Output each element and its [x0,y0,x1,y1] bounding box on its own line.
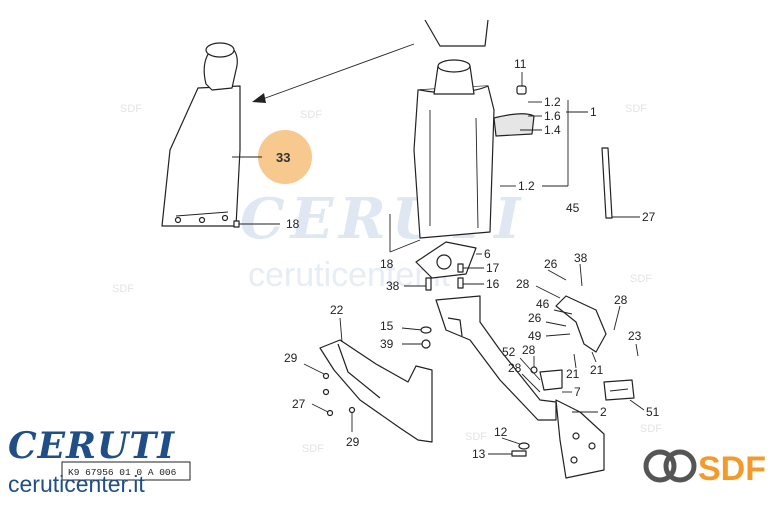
part-51-plate[interactable] [603,379,645,411]
drawing-ref: K9 67956 01 0 A 006 [68,467,177,478]
screw-18-left[interactable] [233,220,280,228]
part-33-side-duct[interactable] [161,42,241,227]
leader-20 [591,351,597,363]
callout-39[interactable]: 39 [380,337,394,351]
callout-28-mid[interactable]: 26 [528,311,542,325]
sdf-logo: SDF [643,449,766,488]
callout-23[interactable]: 49 [528,329,542,343]
callout-12[interactable]: 12 [494,425,508,439]
watermark-small-5: SDF [630,273,652,285]
screw-27-left[interactable] [311,388,334,417]
drawing-ref-box [61,461,191,481]
part-1-main-housing[interactable] [413,59,535,239]
callout-11[interactable]: 11 [514,57,527,71]
assembly-arrow [252,43,415,103]
watermark-small-2: SDF [300,109,322,121]
screw-18-center[interactable] [389,214,421,253]
sdf-logo-text: SDF [698,450,766,488]
callout-21-right[interactable]: 21 [566,367,580,381]
callout-46[interactable]: 28 [516,277,530,291]
callout-18-left[interactable]: 18 [286,217,300,231]
callout-51[interactable]: 51 [646,405,660,419]
screw-29-bottom[interactable] [348,406,356,433]
callout-29-bottom[interactable]: 29 [346,435,360,449]
watermark-small-6: SDF [302,443,324,455]
callout-38[interactable]: 38 [386,279,400,293]
part-12-washer[interactable] [501,437,530,450]
callout-6[interactable]: 6 [484,247,491,261]
leader-21-right [573,353,577,369]
watermark-small-3: SDF [625,103,647,115]
part-22-lower-cover[interactable] [319,317,433,443]
callout-26-mid[interactable]: 46 [536,297,550,311]
leader-21-left [519,357,541,381]
leader-23 [545,333,571,337]
upper-hood-fragment [424,19,489,47]
part-13-bolt[interactable] [488,450,527,457]
callout-2[interactable]: 2 [600,405,607,419]
part-38-bolt[interactable] [404,277,432,291]
screw-29-left[interactable] [303,363,330,380]
callout-33-highlight [258,130,312,184]
callout-1.2-top[interactable]: 1.2 [544,95,561,109]
ceruti-logo-text: CERUTI [8,425,175,467]
callout-22[interactable]: 22 [330,303,344,317]
callout-20[interactable]: 21 [590,363,604,377]
part-11-clip[interactable] [516,72,527,95]
leader-28-top [547,269,567,281]
leader-28-low [521,373,541,393]
callout-26-top[interactable]: 38 [574,251,588,265]
callout-17[interactable]: 17 [486,261,500,275]
callout-1.6[interactable]: 1.6 [544,109,561,123]
watermark-small-1: SDF [120,103,142,115]
leader-28-right [635,343,639,357]
part-46-bracket[interactable] [535,285,607,353]
leader-49 [613,305,621,331]
part-15-nut[interactable] [401,326,432,334]
callout-1.2-bottom[interactable]: 1.2 [518,179,535,193]
part-17-bolt[interactable] [457,263,484,273]
callout-33[interactable]: 33 [276,150,290,165]
callout-1[interactable]: 1 [590,105,597,119]
part-16-bolt[interactable] [457,277,484,289]
callout-15[interactable]: 15 [380,319,394,333]
callout-28-low[interactable]: 28 [508,361,522,375]
callout-28-top[interactable]: 26 [544,257,558,271]
callout-52[interactable]: 28 [522,343,536,357]
watermark-small-8: SDF [640,423,662,435]
part-39-grommet[interactable] [402,339,431,349]
leader-26-mid [553,309,573,315]
ceruti-logo: CERUTI K9 67956 01 0 A 006 ceruticenter.… [8,425,191,497]
ceruti-url: ceruticenter.it [8,471,145,497]
callout-7[interactable]: 7 [574,385,581,399]
callout-29-left[interactable]: 29 [284,351,298,365]
callout-28-right[interactable]: 23 [628,329,642,343]
callout-13[interactable]: 13 [472,447,486,461]
leader-28-mid [545,321,567,327]
callout-18-center[interactable]: 18 [380,257,394,271]
callout-49[interactable]: 28 [614,293,628,307]
sdf-logo-icon [643,449,697,483]
callout-45[interactable]: 45 [566,201,580,215]
leader-26-top [579,263,583,287]
callout-27-right[interactable]: 27 [642,210,656,224]
part-2-support-frame[interactable] [435,295,605,479]
watermark-small-4: SDF [112,283,134,295]
bracket-1-group [500,100,588,187]
callout-27-left[interactable]: 27 [292,397,306,411]
callout-21-left[interactable]: 52 [502,345,516,359]
callout-1.4[interactable]: 1.4 [544,123,561,137]
watermark-small-7: SDF [465,431,487,443]
part-45-strip[interactable] [601,147,640,219]
callout-16[interactable]: 16 [486,277,500,291]
part-7-bracket[interactable] [539,369,572,393]
